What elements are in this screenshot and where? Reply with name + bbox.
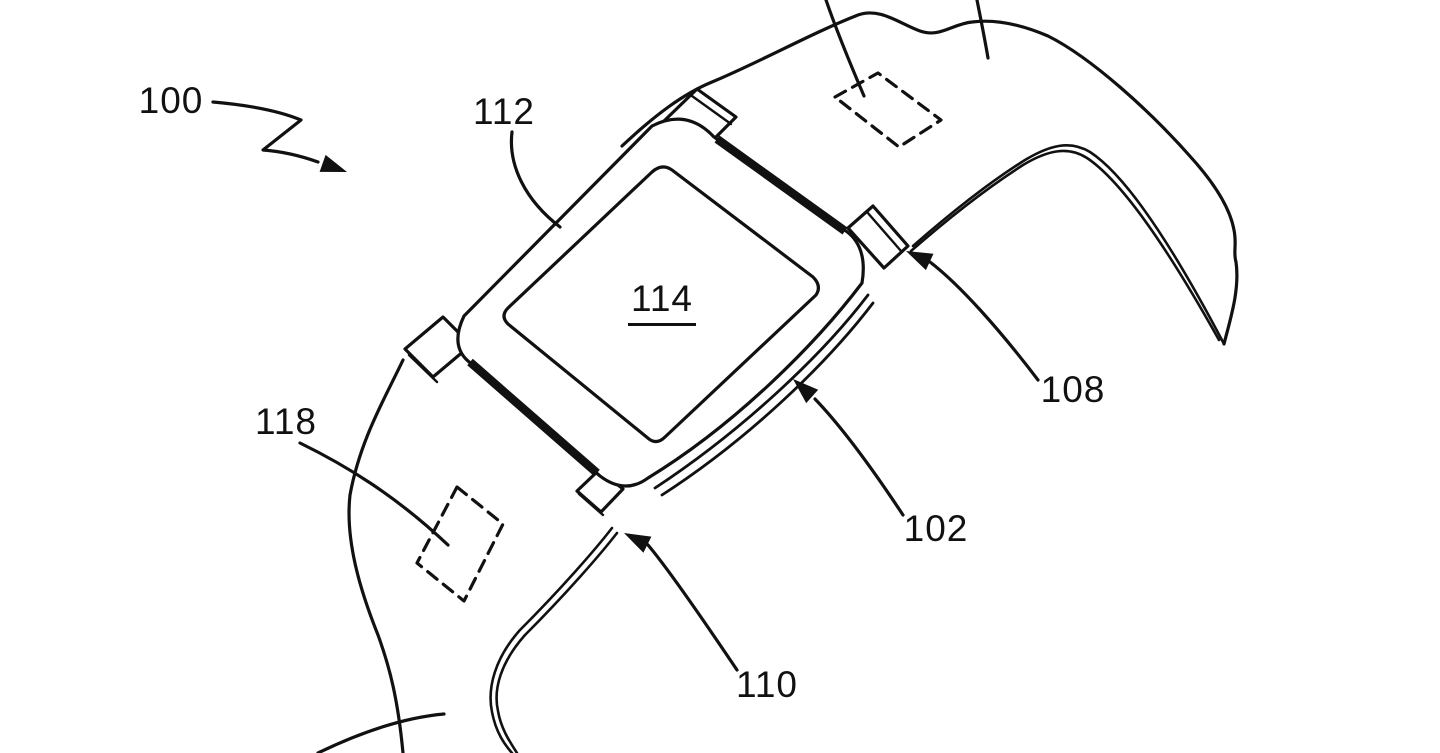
ref-label-102: 102 xyxy=(903,508,969,549)
leader-offscreen-top-1 xyxy=(824,0,866,98)
left-lug-inner-line xyxy=(407,353,439,384)
upper-band-inner-edge-2 xyxy=(909,149,1221,342)
sensor-region-top-dashed xyxy=(833,71,943,149)
arrowhead-108 xyxy=(906,251,934,271)
ref-label-110: 110 xyxy=(736,664,798,705)
lower-band-inner-edge-2 xyxy=(495,531,619,753)
ref-leaders xyxy=(211,100,1040,672)
lower-band-fill xyxy=(349,350,612,753)
lower-band-outer-edge xyxy=(347,358,405,753)
wrist-contour-arc xyxy=(316,712,446,753)
watch-body xyxy=(456,117,875,497)
upper-band xyxy=(620,11,1239,346)
arrowhead-100 xyxy=(319,154,347,172)
leader-112 xyxy=(509,130,562,229)
right-lug-inner-line xyxy=(865,210,903,253)
ref-label-100: 100 xyxy=(138,80,204,121)
display-outline xyxy=(502,165,820,444)
top-lug-inner-line xyxy=(690,94,733,126)
case-heavy-edge-top-right xyxy=(714,135,848,235)
leader-offscreen-top-2 xyxy=(975,0,990,60)
sensor-region-left-dashed xyxy=(415,485,505,603)
case-side-line-1 xyxy=(653,293,870,490)
case-side-line-2 xyxy=(660,301,875,497)
leader-100 xyxy=(211,100,320,164)
ref-label-108: 108 xyxy=(1040,369,1106,410)
right-lug xyxy=(846,204,910,270)
arrowhead-110 xyxy=(624,533,652,553)
arrowhead-102 xyxy=(793,379,819,404)
leader-108 xyxy=(928,260,1040,382)
bottom-lug-inner-line xyxy=(577,492,605,517)
ref-label-118: 118 xyxy=(255,401,317,442)
upper-band-inner-edge xyxy=(911,144,1226,346)
lower-band-inner-edge xyxy=(489,526,614,753)
leader-110 xyxy=(646,543,739,672)
lower-band xyxy=(316,350,619,753)
upper-band-fill xyxy=(622,12,1237,345)
upper-band-outer-edge xyxy=(620,11,1239,346)
leader-118 xyxy=(298,441,450,547)
ref-label-114-display: 114 xyxy=(628,278,696,326)
case-heavy-edge-bottom-left xyxy=(467,358,600,477)
leader-102 xyxy=(813,397,905,517)
ref-label-112: 112 xyxy=(473,91,535,132)
